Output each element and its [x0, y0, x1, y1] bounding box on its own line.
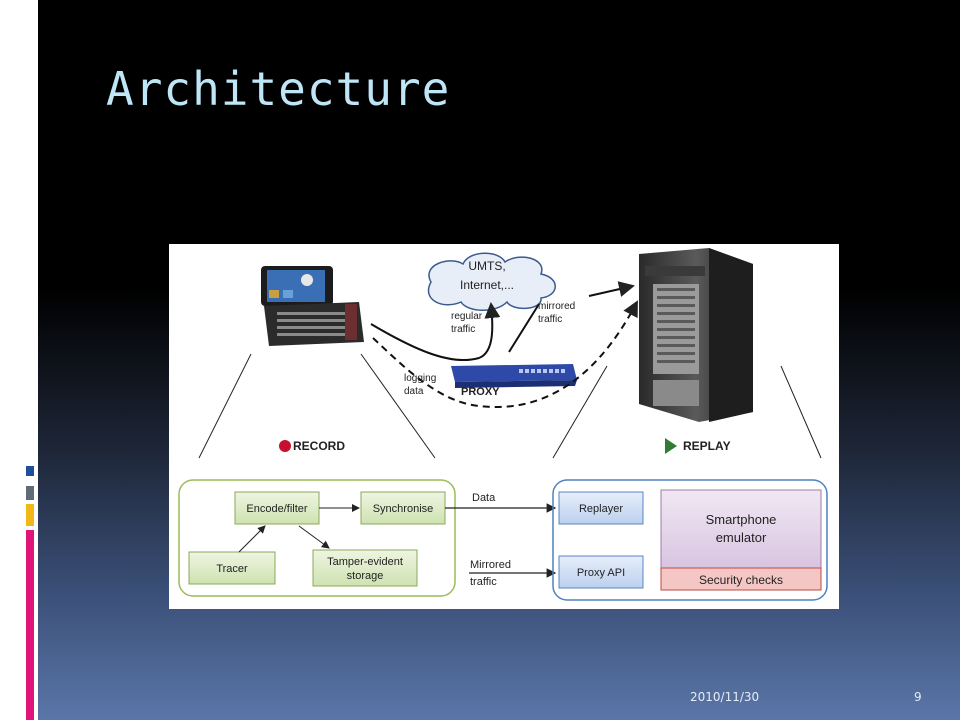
- slide-date: 2010/11/30: [690, 690, 760, 704]
- architecture-diagram: UMTS, Internet,...: [169, 244, 839, 609]
- logging-data-line2: data: [404, 386, 424, 397]
- perspective-line: [198, 353, 252, 459]
- tamper-label-line1: Tamper-evident: [327, 556, 403, 568]
- slide-page-number: 9: [914, 690, 922, 704]
- record-dot-icon: [279, 440, 291, 452]
- regular-traffic-line2: traffic: [451, 324, 475, 335]
- proxy-api-box: [558, 555, 644, 589]
- proxy-to-cloud-line: [508, 303, 540, 353]
- mirrored-label-line2: traffic: [470, 576, 497, 588]
- replay-play-icon: [665, 438, 677, 454]
- cloud-icon: UMTS, Internet,...: [427, 252, 556, 311]
- logging-data-line1: logging: [404, 373, 436, 384]
- logging-data-dashed-line: [372, 300, 638, 409]
- tamper-label-line2: storage: [347, 570, 384, 582]
- mirrored-traffic-line2: traffic: [538, 314, 562, 325]
- synchronise-box: [360, 491, 446, 525]
- perspective-line: [780, 365, 822, 459]
- server-icon: [639, 248, 753, 422]
- regular-traffic-line1: regular: [451, 311, 483, 322]
- accent-bar-yellow: [26, 504, 34, 526]
- data-label: Data: [472, 492, 496, 504]
- cloud-label-line2: Internet,...: [460, 278, 514, 292]
- mirrored-traffic-line1: mirrored: [538, 301, 575, 312]
- regular-traffic-line: [370, 302, 501, 362]
- security-checks-label: Security checks: [699, 573, 783, 587]
- accent-bar-blue: [26, 466, 34, 476]
- mirrored-label-line1: Mirrored: [470, 559, 511, 571]
- perspective-line: [360, 353, 436, 459]
- arrow: [238, 525, 266, 553]
- synchronise-label: Synchronise: [373, 503, 434, 515]
- emulator-label-line2: emulator: [716, 530, 767, 545]
- slide-title: Architecture: [106, 62, 451, 116]
- perspective-line: [552, 365, 608, 459]
- mirrored-traffic-arrow: [588, 281, 635, 297]
- record-container: [178, 479, 456, 597]
- record-label: RECORD: [293, 439, 345, 453]
- tracer-label: Tracer: [216, 563, 248, 575]
- smartphone-icon: [261, 266, 364, 346]
- proxy-device-icon: PROXY: [451, 364, 577, 398]
- emulator-box: [660, 489, 822, 569]
- replay-label: REPLAY: [683, 439, 731, 453]
- emulator-label-line1: Smartphone: [706, 512, 777, 527]
- accent-bar-pink: [26, 530, 34, 720]
- replayer-box: [558, 491, 644, 525]
- encode-filter-label: Encode/filter: [246, 503, 307, 515]
- tamper-storage-box: [312, 549, 418, 587]
- proxy-api-label: Proxy API: [577, 567, 625, 579]
- accent-bar-gray: [26, 486, 34, 500]
- proxy-label: PROXY: [461, 386, 500, 398]
- tracer-box: [188, 551, 276, 585]
- arrow: [298, 525, 330, 549]
- replayer-label: Replayer: [579, 503, 623, 515]
- security-checks-box: [660, 567, 822, 591]
- replay-container: [552, 479, 828, 601]
- cloud-label-line1: UMTS,: [468, 259, 505, 273]
